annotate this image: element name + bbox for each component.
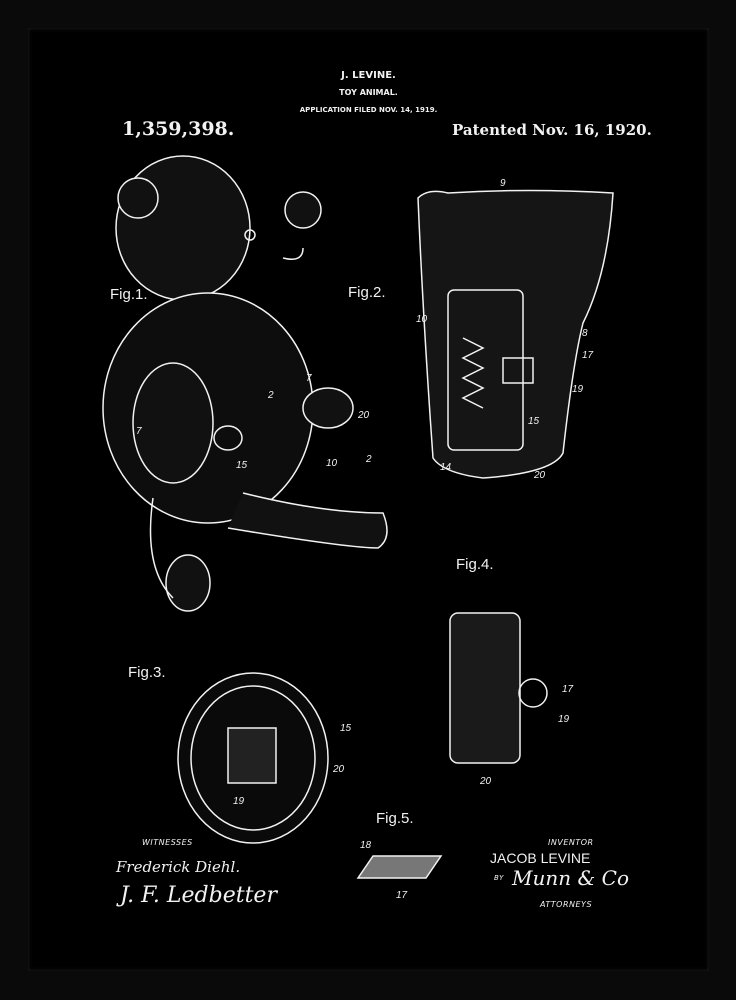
ref-numeral: 8	[582, 328, 588, 339]
witnesses-label: WITNESSES	[142, 838, 193, 847]
fig4-label: Fig.4.	[456, 556, 494, 573]
ref-numeral: 2	[366, 454, 372, 465]
fig5-plate-drawing	[356, 855, 443, 879]
teddy-bear-drawing	[102, 155, 388, 612]
ref-numeral: 20	[333, 764, 345, 775]
patent-number: 1,359,398.	[122, 118, 235, 140]
inventor-heading: J. LEVINE.	[341, 70, 396, 81]
patent-title: TOY ANIMAL.	[339, 88, 398, 97]
ref-numeral: 15	[528, 416, 540, 427]
application-date: APPLICATION FILED NOV. 14, 1919.	[299, 106, 438, 114]
attorneys-label: ATTORNEYS	[540, 900, 593, 909]
ref-numeral: 17	[396, 890, 408, 901]
ref-numeral: 20	[480, 776, 492, 787]
ref-numeral: 2	[268, 390, 274, 401]
attorney-signature: Munn & Co	[512, 866, 629, 890]
ref-numeral: 15	[236, 460, 248, 471]
patented-date: Patented Nov. 16, 1920.	[452, 121, 652, 139]
fig3-label: Fig.3.	[128, 664, 166, 681]
ref-numeral: 10	[416, 314, 428, 325]
fig2-section-drawing	[417, 189, 614, 479]
patent-print: J. LEVINE. TOY ANIMAL. APPLICATION FILED…	[28, 28, 709, 971]
fig4-cylinder-drawing	[449, 612, 548, 764]
ref-numeral: 18	[360, 840, 372, 851]
ref-numeral: 20	[534, 470, 546, 481]
ref-numeral: 14	[440, 462, 452, 473]
ref-numeral: 19	[558, 714, 570, 725]
ref-numeral: 20	[358, 410, 370, 421]
witness-signature-1: Frederick Diehl.	[116, 858, 241, 876]
ref-numeral: 15	[340, 723, 352, 734]
fig3-disc-drawing	[177, 672, 329, 844]
inventor-full-name: JACOB LEVINE	[490, 850, 591, 866]
ref-numeral: 19	[572, 384, 584, 395]
fig2-label: Fig.2.	[348, 284, 386, 301]
by-label: BY	[494, 874, 504, 882]
patent-drawings	[102, 155, 614, 879]
inventor-label: INVENTOR	[548, 838, 594, 847]
ref-numeral: 17	[562, 684, 574, 695]
ref-numeral: 7	[136, 426, 142, 437]
ref-numeral: 19	[233, 796, 245, 807]
fig5-label: Fig.5.	[376, 810, 414, 827]
ref-numeral: 10	[326, 458, 338, 469]
ref-numeral: 17	[582, 350, 594, 361]
fig1-label: Fig.1.	[110, 286, 148, 303]
ref-numeral: 7	[306, 373, 312, 384]
witness-signature-2: J. F. Ledbetter	[120, 883, 277, 908]
ref-numeral: 9	[500, 178, 506, 189]
